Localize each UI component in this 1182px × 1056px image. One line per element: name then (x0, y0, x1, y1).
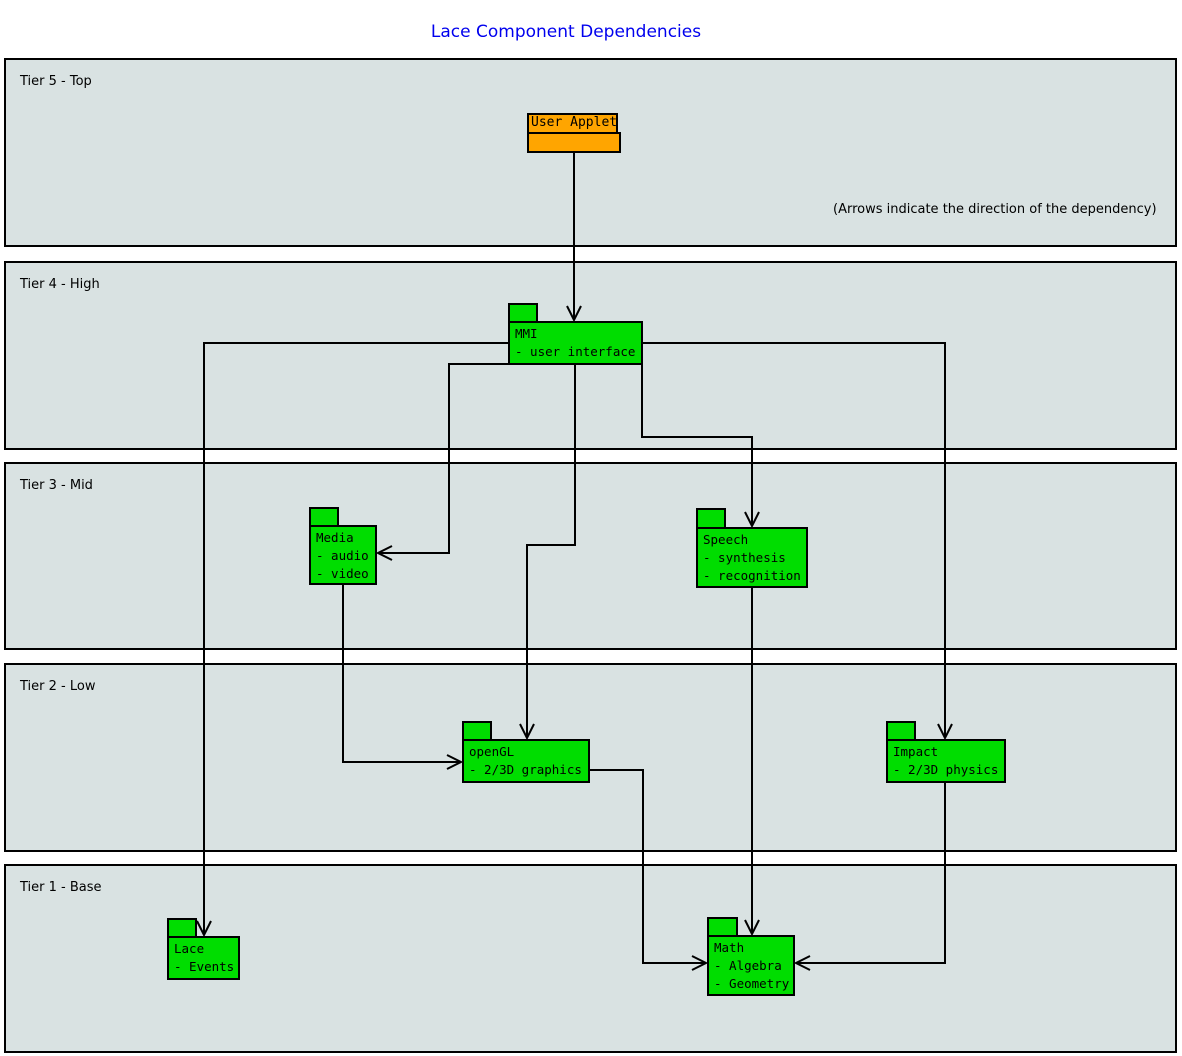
tier-label-tier-2-low: Tier 2 - Low (20, 679, 96, 694)
diagram-title: Lace Component Dependencies (430, 22, 702, 42)
package-tab-icon-media (309, 507, 339, 527)
edge-media-to-opengl (342, 585, 461, 763)
arrowhead-icon-mmi-to-impact (937, 723, 953, 741)
package-tab-icon-math (707, 917, 738, 937)
package-body-opengl: openGL - 2/3D graphics (462, 739, 590, 783)
component-title-opengl: openGL (469, 744, 515, 759)
edge-mmi-to-impact (643, 342, 946, 738)
arrowhead-icon-speech-to-math (744, 919, 760, 937)
component-detail-speech-0: - synthesis (703, 550, 786, 565)
component-detail-media-1: - video (316, 566, 369, 581)
package-body-impact: Impact - 2/3D physics (886, 739, 1006, 783)
package-body-user-applet (527, 132, 621, 153)
arrowhead-icon-user-applet-to-mmi (566, 305, 582, 323)
package-tab-icon-lace (167, 918, 197, 938)
arrowhead-icon-mmi-to-lace (196, 920, 212, 938)
package-body-mmi: MMI - user interface (508, 321, 643, 365)
component-title-math: Math (714, 940, 745, 955)
component-detail-lace-0: - Events (174, 959, 235, 974)
component-detail-opengl-0: - 2/3D graphics (469, 762, 582, 777)
arrowhead-icon-impact-to-math (793, 955, 811, 971)
component-title-lace: Lace (174, 941, 205, 956)
tier-label-tier-1-base: Tier 1 - Base (20, 880, 102, 895)
package-tab-icon-user-applet: User Applet (527, 113, 618, 134)
arrowhead-icon-media-to-opengl (446, 754, 464, 770)
package-body-speech: Speech - synthesis - recognition (696, 527, 808, 588)
component-title-speech: Speech (703, 532, 749, 547)
component-detail-media-0: - audio (316, 548, 369, 563)
arrowhead-icon-mmi-to-media (375, 545, 393, 561)
package-tab-icon-speech (696, 508, 726, 529)
component-detail-mmi-0: - user interface (515, 344, 636, 359)
component-title-impact: Impact (893, 744, 939, 759)
component-detail-speech-1: - recognition (703, 568, 801, 583)
component-detail-math-1: - Geometry (714, 976, 790, 991)
component-title-mmi: MMI (515, 326, 538, 341)
tier-band-tier-3-mid: Tier 3 - Mid (4, 462, 1177, 650)
package-tab-icon-impact (886, 721, 916, 741)
tier-band-tier-2-low: Tier 2 - Low (4, 663, 1177, 852)
component-detail-math-0: - Algebra (714, 958, 782, 973)
edge-mmi-to-speech (641, 365, 753, 526)
annotation-note: (Arrows indicate the direction of the de… (833, 202, 1157, 217)
component-title-media: Media (316, 530, 354, 545)
tier-label-tier-3-mid: Tier 3 - Mid (20, 478, 93, 493)
edge-opengl-to-math (590, 769, 706, 964)
arrowhead-icon-mmi-to-speech (744, 511, 760, 529)
tier-label-tier-5-top: Tier 5 - Top (20, 74, 92, 89)
arrowhead-icon-mmi-to-opengl (519, 723, 535, 741)
edge-mmi-to-lace (203, 342, 508, 935)
package-tab-icon-mmi (508, 303, 538, 323)
edge-impact-to-math (796, 783, 946, 964)
package-tab-icon-opengl (462, 721, 492, 741)
package-body-lace: Lace - Events (167, 936, 240, 980)
arrowhead-icon-opengl-to-math (691, 955, 709, 971)
edge-mmi-to-opengl (526, 365, 576, 738)
edge-mmi-to-media (378, 363, 508, 554)
component-detail-impact-0: - 2/3D physics (893, 762, 999, 777)
package-body-media: Media - audio - video (309, 525, 377, 585)
tier-label-tier-4-high: Tier 4 - High (20, 277, 100, 292)
package-body-math: Math - Algebra - Geometry (707, 935, 795, 996)
